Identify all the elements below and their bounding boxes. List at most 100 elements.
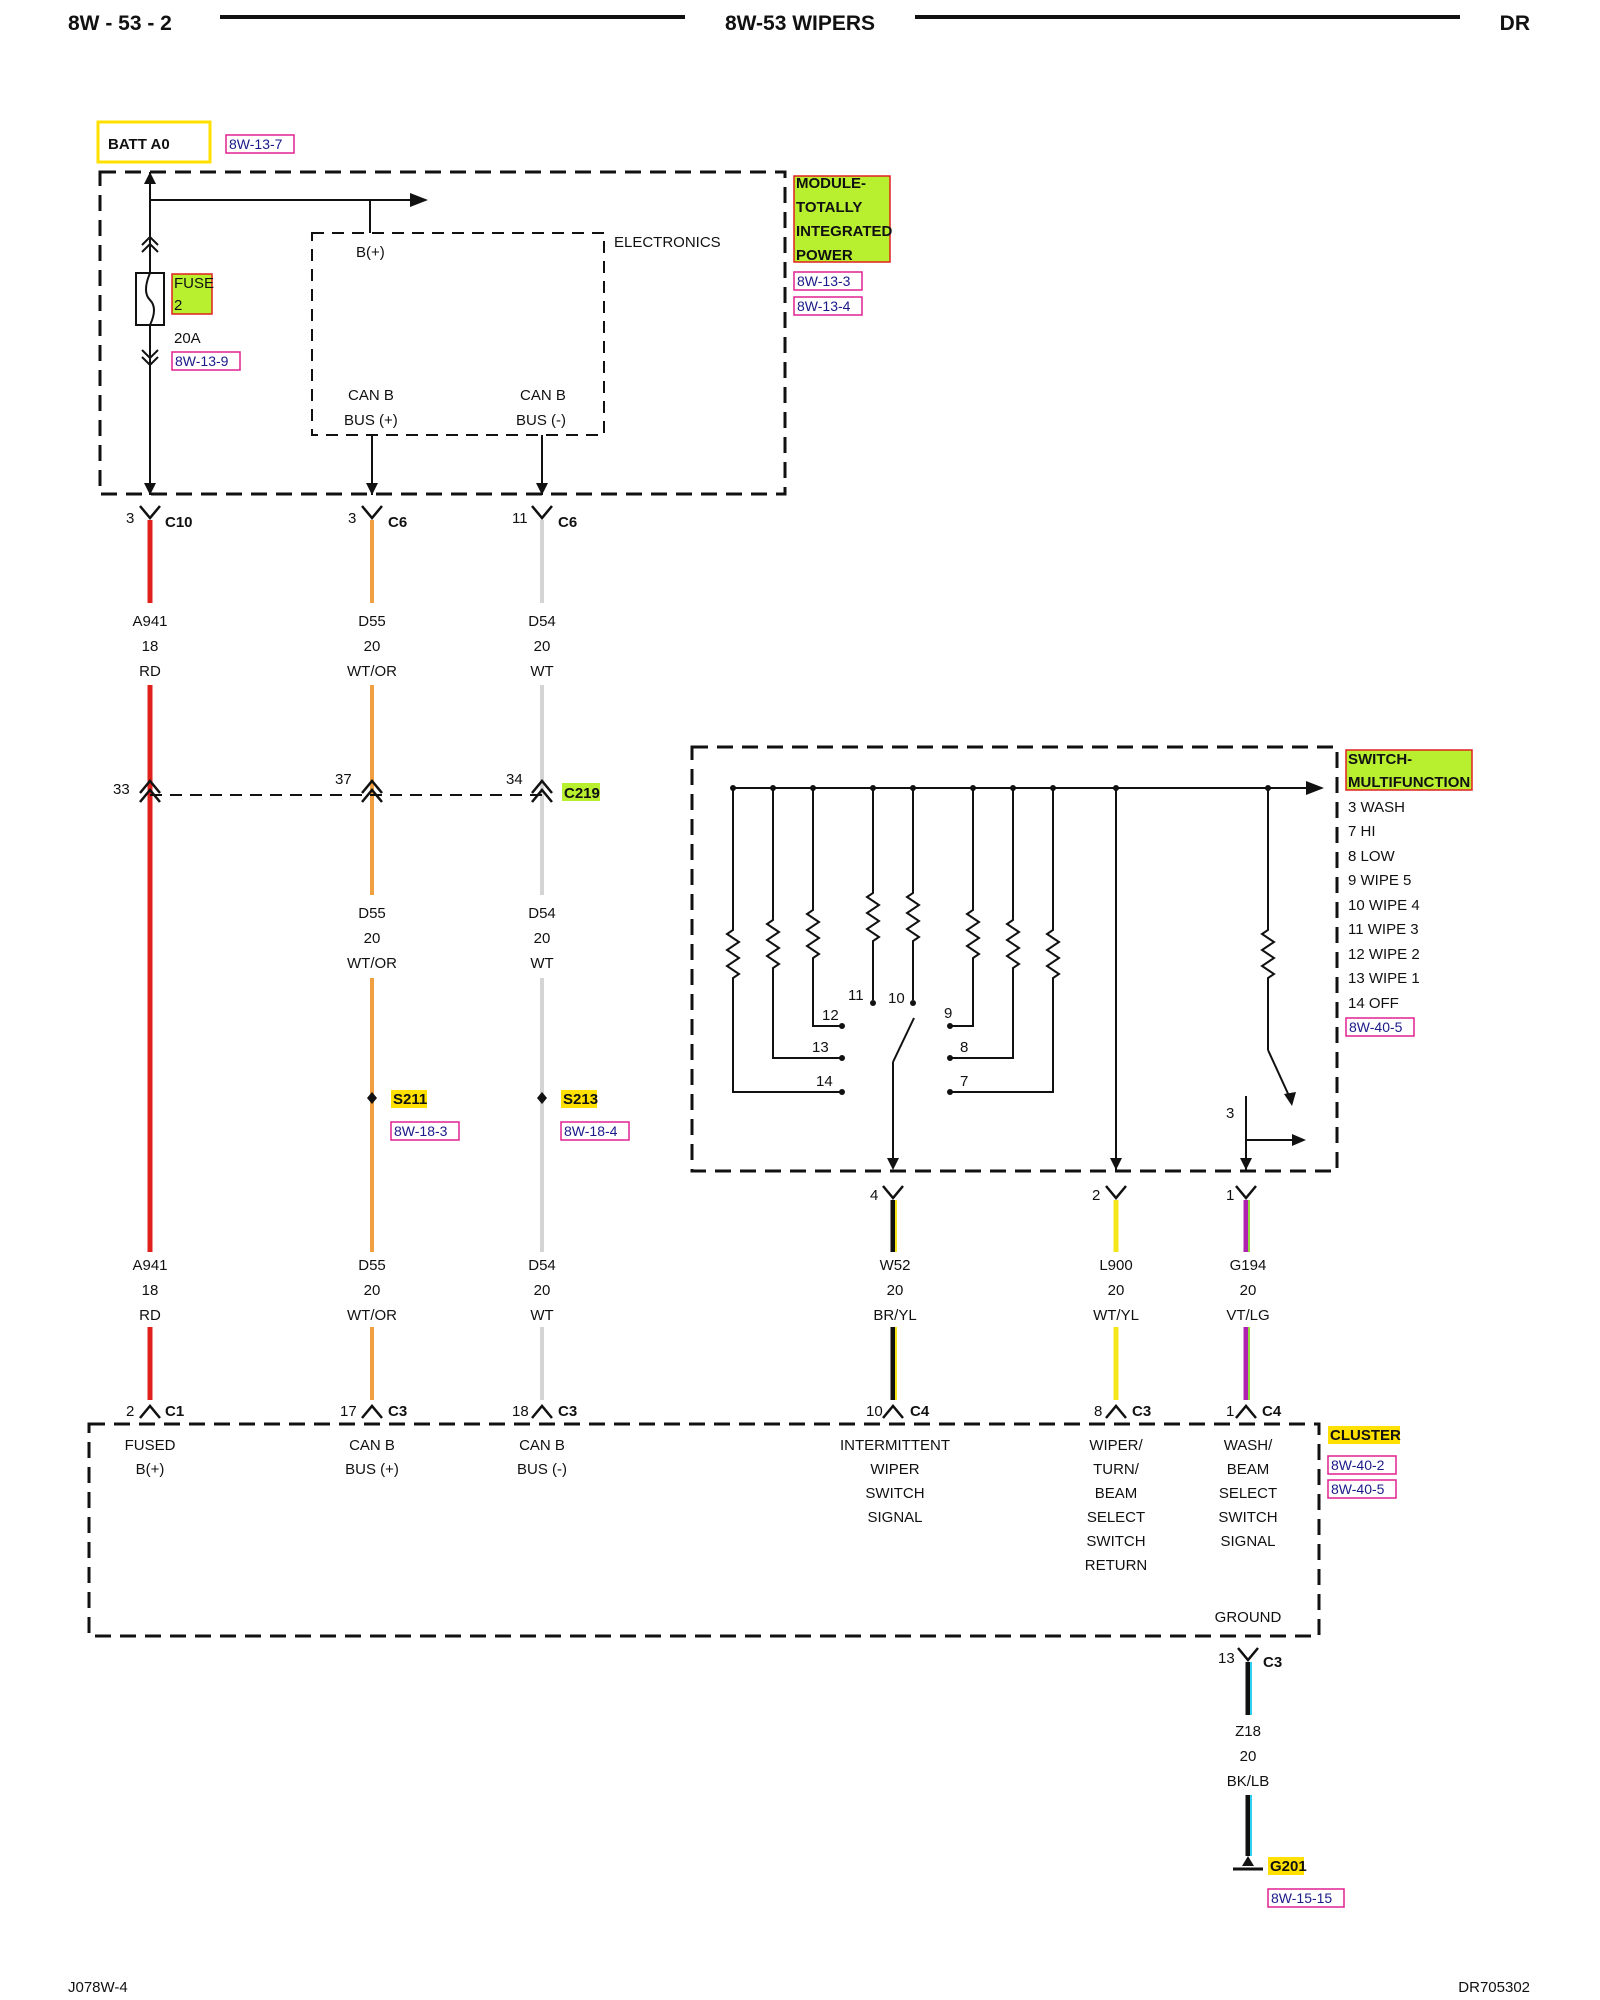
cluster-input-label: BUS (+)	[345, 1461, 399, 1478]
switch-position: 11 WIPE 3	[1348, 921, 1419, 938]
tipm-pin-conn: C6	[388, 514, 407, 531]
cluster-ref-link[interactable]: 8W-40-5	[1331, 1481, 1385, 1497]
bus-taps	[730, 785, 1271, 1095]
switch-contact: 12	[822, 1007, 839, 1024]
cluster-input-label: BEAM	[1095, 1485, 1138, 1502]
tipm-pin-conn: C6	[558, 514, 577, 531]
switch-name-1: SWITCH-	[1348, 751, 1412, 768]
wire-color: WT	[530, 663, 553, 680]
switch-name-2: MULTIFUNCTION	[1348, 774, 1470, 791]
cluster-input-label: RETURN	[1085, 1557, 1148, 1574]
wire-circuit: W52	[880, 1257, 911, 1274]
cluster-input-label: CAN B	[349, 1437, 395, 1454]
cluster-pin-conn: C3	[388, 1403, 407, 1420]
cluster-pin-num: 18	[512, 1403, 529, 1420]
cluster-input-label: SELECT	[1087, 1509, 1145, 1526]
page-header: 8W - 53 - 2 8W-53 WIPERS DR	[68, 12, 1530, 35]
page-number: 8W - 53 - 2	[68, 12, 172, 35]
ground-ref-link[interactable]: 8W-15-15	[1271, 1890, 1332, 1906]
switch-out-pin: 4	[870, 1187, 878, 1204]
wire-gauge: 18	[142, 638, 159, 655]
batt-ref-link[interactable]: 8W-13-7	[229, 136, 283, 152]
canb-neg-line-2: BUS (-)	[516, 412, 566, 429]
wire-circuit: Z18	[1235, 1723, 1261, 1740]
cluster-name: CLUSTER	[1330, 1427, 1401, 1444]
wire-labels-upper: A941 18 RD D55 20 WT/OR D54 20 WT	[132, 613, 555, 680]
tipm-pin-conn: C10	[165, 514, 193, 531]
cluster-pin-num: 17	[340, 1403, 357, 1420]
wire-color: RD	[139, 663, 161, 680]
fuse-ref-link[interactable]: 8W-13-9	[175, 353, 229, 369]
cluster-input-label: FUSED	[125, 1437, 176, 1454]
cluster-input-label: INTERMITTENT	[840, 1437, 950, 1454]
cluster-input-label: WIPER/	[1089, 1437, 1143, 1454]
cluster-pin-num: 1	[1226, 1403, 1234, 1420]
cluster-input-label: SWITCH	[1086, 1533, 1145, 1550]
wire-gauge: 20	[534, 930, 551, 947]
electronics-bplus: B(+)	[356, 244, 385, 261]
cluster-ref-link[interactable]: 8W-40-2	[1331, 1457, 1385, 1473]
cluster-input-label: SIGNAL	[867, 1509, 922, 1526]
tipm-pin-num: 3	[348, 510, 356, 527]
wire-circuit: G194	[1230, 1257, 1267, 1274]
cluster-input-label: WASH/	[1224, 1437, 1273, 1454]
wire-gauge: 20	[364, 1282, 381, 1299]
switch-position: 3 WASH	[1348, 799, 1405, 816]
resistor-ladder	[725, 788, 1276, 1093]
wire-color: VT/LG	[1226, 1307, 1269, 1324]
cluster-input-label: SELECT	[1219, 1485, 1277, 1502]
multifunction-switch: SWITCH- MULTIFUNCTION 3 WASH 7 HI 8 LOW …	[690, 745, 1473, 1173]
cluster-module: CLUSTER 8W-40-2 8W-40-5 FUSED B(+) CAN B…	[87, 1422, 1401, 1638]
switch-pins: 4 2 1	[870, 1185, 1257, 1204]
wire-gauge: 18	[142, 1282, 159, 1299]
switch-contact: 13	[812, 1039, 829, 1056]
wire-gauge: 20	[534, 1282, 551, 1299]
cluster-input-label: CAN B	[519, 1437, 565, 1454]
batt-a0: BATT A0 8W-13-7	[96, 120, 295, 164]
tipm-module: MODULE- TOTALLY INTEGRATED POWER 8W-13-3…	[98, 170, 893, 496]
ground-circuit: 13 C3 Z18 20 BK/LB	[1218, 1647, 1282, 1871]
wire-g194	[1243, 1200, 1250, 1400]
page-footer: J078W-4 DR705302	[68, 1979, 1530, 1996]
wire-color: WT/YL	[1093, 1307, 1139, 1324]
cluster-pins: 2 C1 17 C3 18 C3 10 C4 8 C3 1 C4	[126, 1403, 1282, 1420]
switch-contact: 9	[944, 1005, 952, 1022]
wire-gauge: 20	[364, 638, 381, 655]
cluster-input-label: BUS (-)	[517, 1461, 567, 1478]
cluster-pin-conn: C3	[558, 1403, 577, 1420]
cluster-input-label: WIPER	[870, 1461, 919, 1478]
tipm-ref-link-1[interactable]: 8W-13-3	[797, 273, 851, 289]
ground-pin-num: 13	[1218, 1650, 1235, 1667]
wire-color: WT/OR	[347, 663, 397, 680]
footer-left-code: J078W-4	[68, 1979, 128, 1996]
cluster-pin-conn: C4	[910, 1403, 930, 1420]
cluster-pin-num: 8	[1094, 1403, 1102, 1420]
switch-ref-link[interactable]: 8W-40-5	[1349, 1019, 1403, 1035]
splice-ref-link[interactable]: 8W-18-3	[394, 1123, 448, 1139]
splice-ref-link[interactable]: 8W-18-4	[564, 1123, 618, 1139]
ground-pin-conn: C3	[1263, 1654, 1282, 1671]
wire-color: BR/YL	[873, 1307, 916, 1324]
switch-out-pin: 2	[1092, 1187, 1100, 1204]
tipm-ref-link-2[interactable]: 8W-13-4	[797, 298, 851, 314]
canb-pos-line-1: CAN B	[348, 387, 394, 404]
canb-neg-line-1: CAN B	[520, 387, 566, 404]
wire-color: BK/LB	[1227, 1773, 1270, 1790]
switch-position: 9 WIPE 5	[1348, 872, 1411, 889]
fuse-name: FUSE	[174, 275, 214, 292]
wire-circuit: D54	[528, 1257, 556, 1274]
c219-pin: 37	[335, 771, 352, 788]
c219-pin: 33	[113, 781, 130, 798]
switch-contact: 3	[1226, 1105, 1234, 1122]
ground-name: G201	[1270, 1858, 1307, 1875]
footer-right-code: DR705302	[1458, 1979, 1530, 1996]
fuse-rating: 20A	[174, 330, 201, 347]
cluster-input-label: SWITCH	[1218, 1509, 1277, 1526]
splice-s213: S213 8W-18-4	[537, 1090, 630, 1141]
wire-color: WT/OR	[347, 1307, 397, 1324]
tipm-pin-num: 11	[512, 510, 528, 527]
cluster-pin-conn: C3	[1132, 1403, 1151, 1420]
tipm-pins: 3 C10 3 C6 11 C6	[126, 505, 577, 531]
wire-circuit: D55	[358, 613, 386, 630]
page-title: 8W-53 WIPERS	[725, 12, 875, 35]
